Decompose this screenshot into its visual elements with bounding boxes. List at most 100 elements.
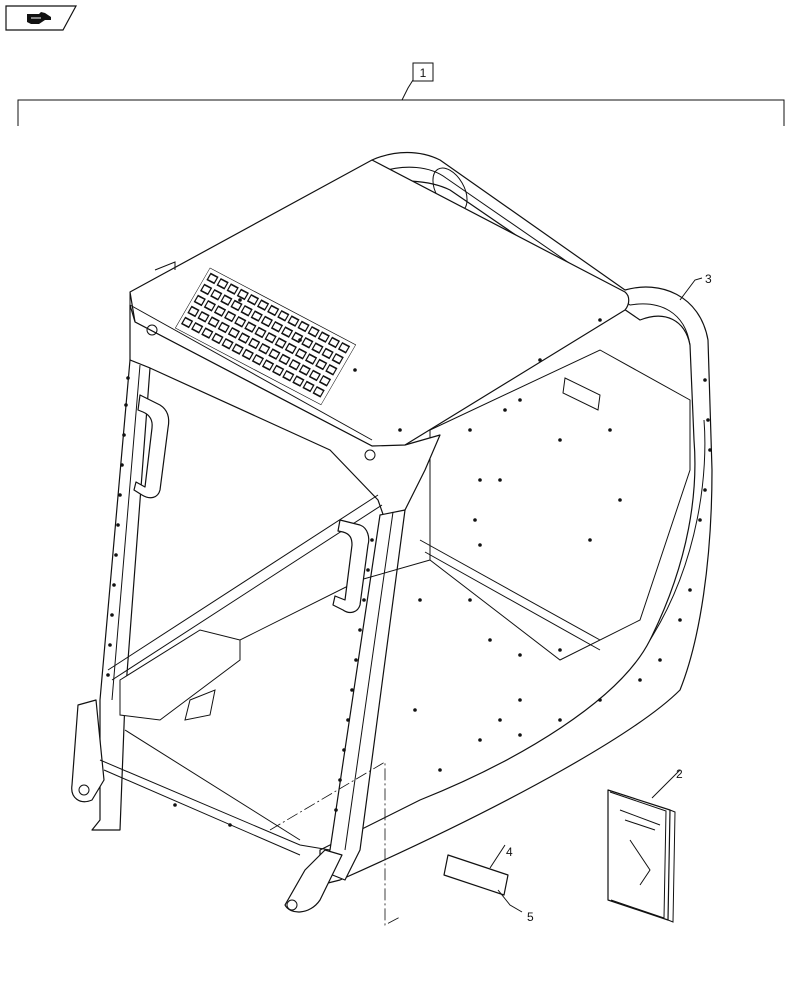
mount-hole [362,598,366,602]
vent-slot [221,337,234,350]
frame-leader [679,277,703,301]
vent-slot [282,369,295,382]
mount-hole [370,538,374,542]
mount-hole [698,518,702,522]
vent-slot [267,304,280,317]
mount-hole [346,718,350,722]
vent-slot [256,299,270,311]
mount-hole [108,643,112,647]
decal [443,844,523,913]
mount-hole [238,298,242,302]
vent-slot [236,288,249,301]
mount-hole [608,428,612,432]
mount-hole [488,638,492,642]
vent-slot [318,374,332,387]
vent-slot [288,358,301,371]
mount-hole [342,748,346,752]
vent-slot [231,343,244,355]
mount-hole [298,338,302,342]
operator-manual [607,769,681,923]
vent-slot [308,369,321,382]
vent-slot [216,277,229,290]
mount-hole [588,538,592,542]
vent-slot [217,321,230,334]
vent-slot [270,320,284,333]
vent-slot [264,331,277,344]
mount-hole [618,498,622,502]
mount-hole [708,448,712,452]
vent-slot [327,336,341,349]
vent-slot [230,299,243,312]
vent-slot [193,294,206,307]
mount-hole [703,378,707,382]
vent-slot [206,272,219,285]
vent-slot [180,316,194,329]
mount-hole [468,598,472,602]
vent-slot [268,348,281,360]
mount-hole [706,418,710,422]
mount-hole [438,768,442,772]
mount-hole [478,738,482,742]
vent-slot [311,342,324,354]
vent-slot [224,310,237,323]
mount-hole [478,478,482,482]
vent-slot [246,293,260,306]
vent-slot [240,304,253,317]
vent-slot [197,310,210,323]
callout-assembly: 1 [420,66,427,80]
vent-slot [278,353,291,366]
cab-frame [71,151,713,913]
callout-manual: 2 [676,767,683,781]
vent-slot [201,327,214,339]
vent-slot [321,347,334,360]
mount-hole [558,438,562,442]
mount-hole [418,598,422,602]
vent-slot [261,359,275,371]
vent-slot [254,326,267,339]
vent-slot [274,337,287,349]
roof-vent-grid [174,267,357,406]
vent-slot [260,315,273,328]
vent-slot [291,331,304,344]
vent-slot [301,336,314,349]
mount-hole [498,478,502,482]
placement-line [269,761,401,926]
mount-hole [558,718,562,722]
mount-hole [478,543,482,547]
mount-hole [124,403,128,407]
vent-slot [331,352,344,365]
vent-slot [302,380,315,393]
vent-slot [237,332,251,344]
mount-hole [473,518,477,522]
mount-hole [116,523,120,527]
vent-slot [234,315,247,328]
mount-hole [503,408,507,412]
vent-slot [294,347,308,360]
vent-slot [258,342,271,355]
mount-hole [354,658,358,662]
vent-slot [227,326,241,339]
mount-hole [688,588,692,592]
navigation-button[interactable] [5,5,78,31]
mount-hole [353,368,357,372]
mount-hole [114,553,118,557]
mount-hole [518,733,522,737]
vent-slot [280,326,294,338]
mount-hole [518,398,522,402]
hand-pointer-icon [5,5,78,31]
vent-slot [187,305,200,318]
mount-hole [558,648,562,652]
vent-slot [317,331,330,343]
mount-hole [110,613,114,617]
mount-hole [334,808,338,812]
vent-slot [312,385,325,398]
vent-slot [248,337,261,350]
vent-slot [287,315,300,327]
vent-slot [307,325,320,338]
vent-slot [241,348,254,361]
mount-hole [498,718,502,722]
vent-slot [220,294,233,306]
mount-hole [106,673,110,677]
